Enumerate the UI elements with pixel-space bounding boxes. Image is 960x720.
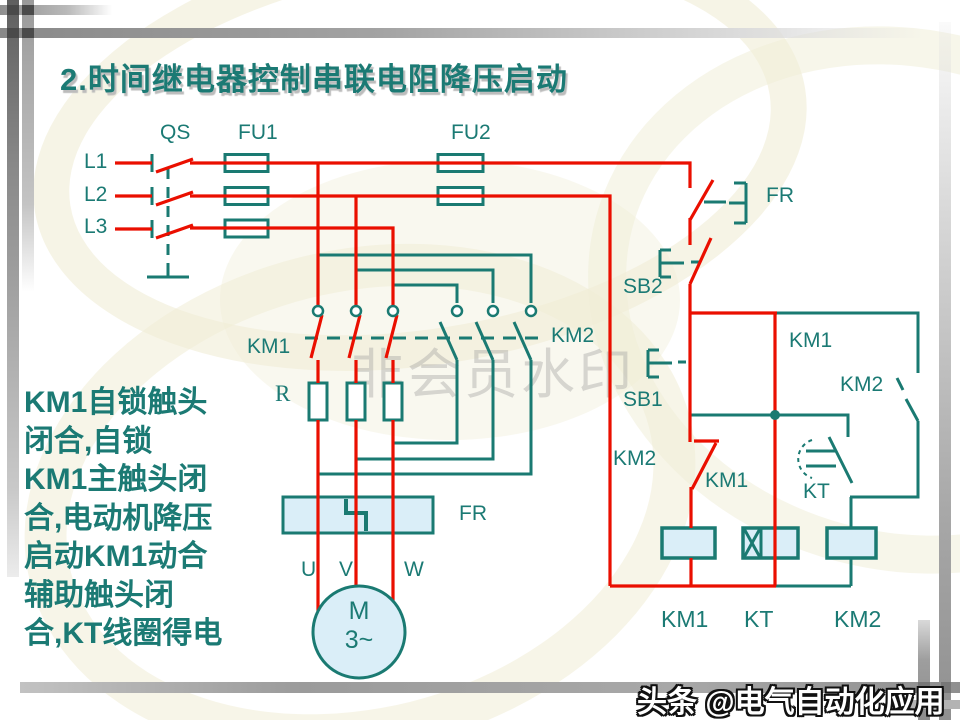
top-accent-bar [0, 5, 112, 15]
page-title: 2.时间继电器控制串联电阻降压启动 [60, 62, 568, 97]
note-block: KM1自锁触头 闭合,自锁 KM1主触头闭 合,电动机降压 启动KM1动合 辅助… [24, 384, 254, 654]
right-rule-bar [939, 22, 951, 720]
junction-dot [770, 410, 780, 420]
left-rule-bar [22, 0, 34, 292]
km2-feed-wires [318, 253, 533, 303]
note-line: 合,KT线圈得电 [24, 617, 223, 650]
label-coil-kt: KT [744, 606, 774, 632]
label-km1-selflock: KM1 [789, 329, 833, 352]
bar-cross [22, 5, 34, 15]
l2-line-return [115, 190, 612, 586]
bar-cross [941, 682, 951, 693]
contact-terminals [311, 304, 538, 318]
kt-coil-x-icon [743, 528, 763, 558]
label-km2-interlock: KM2 [613, 447, 657, 470]
motor-circle [311, 584, 407, 680]
label-l3: L3 [84, 215, 108, 238]
note-line: KM1自锁触头 [24, 386, 208, 419]
control-feed-line [688, 179, 719, 586]
to-resistor-leads [316, 360, 395, 383]
label-fu2: FU2 [451, 121, 491, 144]
km1-coil [660, 526, 717, 560]
l3-line [115, 223, 395, 306]
label-fu1: FU1 [238, 121, 278, 144]
bottom-right-accent-bar [918, 620, 930, 720]
red-wiring [115, 157, 777, 611]
label-fr-main: FR [459, 502, 487, 525]
note-line: KM1主触头闭 [24, 463, 208, 496]
note-line: 启动KM1动合 [24, 540, 208, 573]
label-resistor: R [275, 381, 291, 406]
kt-delay-contact [806, 436, 854, 484]
label-coil-km2: KM2 [834, 606, 882, 632]
label-sb2: SB2 [623, 275, 663, 298]
label-u: U [301, 558, 317, 581]
bar-cross [7, 28, 19, 38]
label-v: V [339, 558, 354, 581]
km2-main-blades [438, 321, 533, 361]
coil-boxes [660, 526, 878, 560]
fr-nc-contact [704, 181, 748, 225]
label-km1-coil-tag: KM1 [705, 469, 749, 492]
to-motor-leads [316, 420, 395, 611]
label-qs: QS [160, 121, 191, 144]
left-accent-bar [7, 0, 19, 577]
sb1-button [646, 348, 686, 379]
bar-cross [7, 5, 19, 15]
phase-drops [316, 163, 358, 306]
km2-bypass-wires [318, 360, 533, 476]
bottom-right-rule-bar [902, 700, 960, 709]
label-km2-main: KM2 [551, 324, 595, 347]
label-fr-control: FR [766, 184, 794, 207]
teal-wiring [147, 154, 920, 588]
background-blob [220, 160, 680, 440]
bar-cross [22, 28, 34, 38]
km2-coil-leads [775, 497, 853, 588]
bottom-rule-bar [20, 682, 960, 693]
resistor-boxes [307, 381, 404, 422]
label-l1: L1 [84, 150, 108, 173]
motor-phase: 3~ [344, 626, 374, 654]
sb2-button [658, 248, 700, 279]
label-sb1: SB1 [623, 388, 663, 411]
motor-m: M [348, 597, 370, 625]
km1-main-blades [309, 314, 399, 359]
bar-cross [918, 682, 930, 693]
label-km2-selflock: KM2 [840, 373, 884, 396]
km2-coil [825, 526, 878, 560]
note-line: 闭合,自锁 [24, 424, 153, 458]
note-line: 辅助触头闭 [24, 578, 174, 612]
label-kt-contact: KT [803, 480, 830, 503]
top-rule-bar [0, 28, 952, 38]
kt-delay-arc [797, 439, 813, 479]
kt-branch-wire [691, 413, 850, 437]
label-km1-main: KM1 [247, 335, 291, 358]
label-coil-km1: KM1 [661, 606, 709, 632]
fr-heater-block [281, 495, 435, 535]
l1-line [115, 157, 692, 188]
dashed-linkages [166, 168, 813, 479]
motor-label: M 3~ [316, 597, 402, 655]
km1-selflock-branch [777, 311, 920, 499]
note-line: 合,电动机降压 [24, 501, 213, 535]
label-l2: L2 [84, 183, 108, 206]
label-w: W [404, 558, 424, 581]
qs-handle-bar [147, 266, 189, 279]
footer-watermark: 头条 @电气自动化应用 [637, 686, 945, 719]
